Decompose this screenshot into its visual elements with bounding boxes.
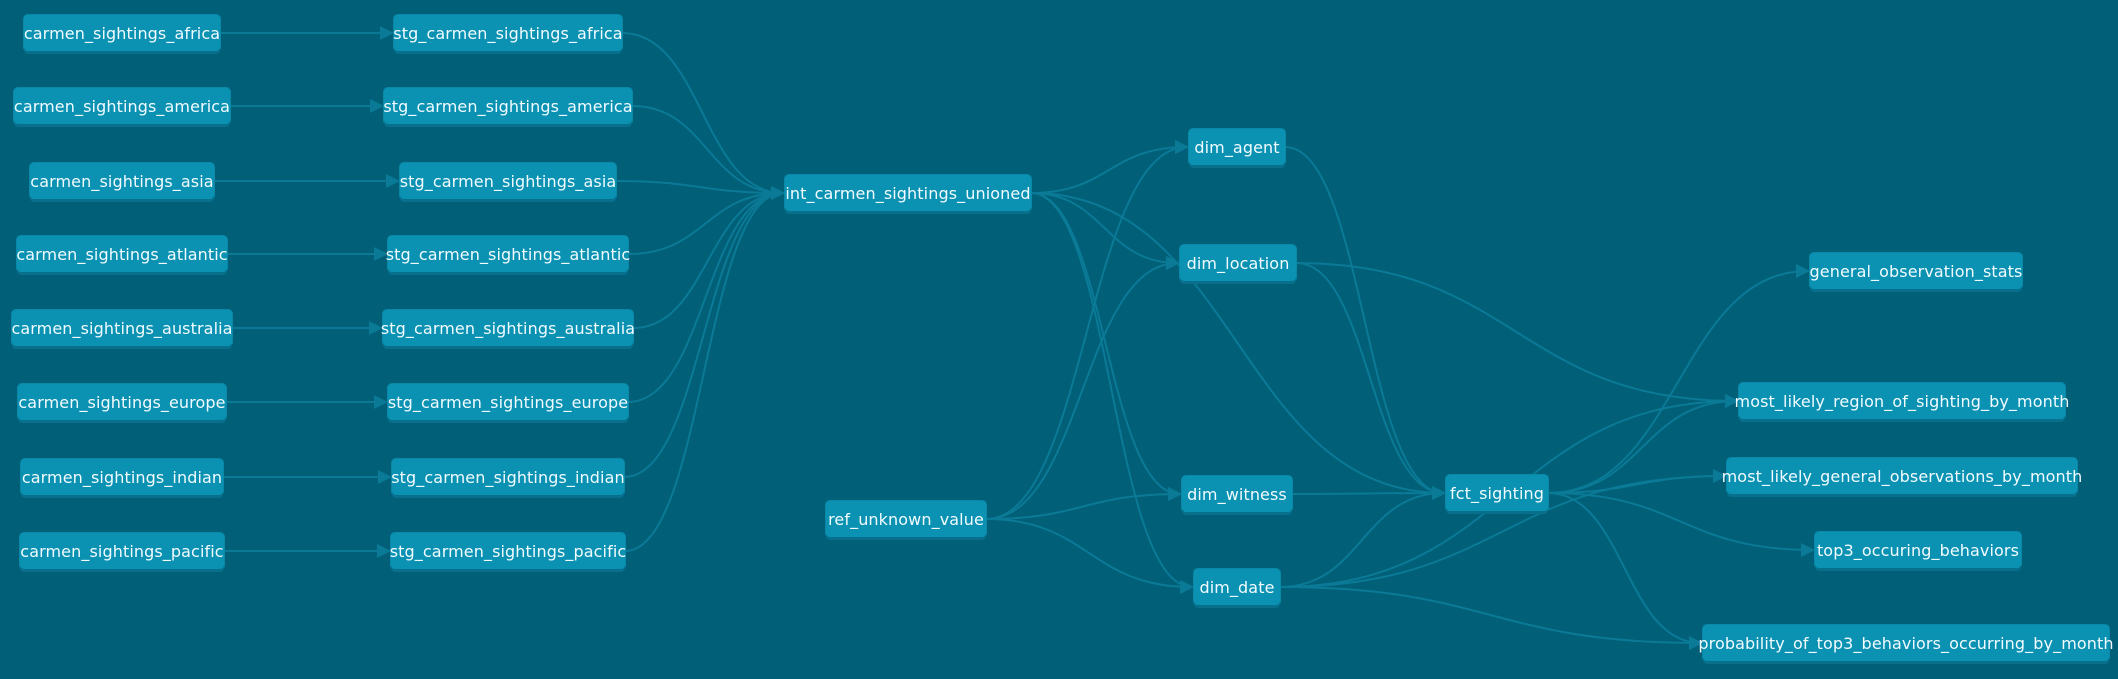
- node-label: top3_occuring_behaviors: [1816, 540, 2020, 560]
- edge-stg_atlantic-to-int_unioned: [627, 186, 785, 255]
- edge-dim_date-to-most_likely_general_obs: [1279, 469, 1727, 588]
- node-general-observation-stats[interactable]: general_observation_stats: [1810, 253, 2022, 289]
- node-label: stg_carmen_sightings_europe: [387, 392, 629, 412]
- edge-dim_location-to-fct_sighting: [1295, 262, 1446, 500]
- node-label: carmen_sightings_atlantic: [16, 244, 228, 264]
- node-probability-of-top3-behaviors-occurring-by-month[interactable]: probability_of_top3_behaviors_occurring_…: [1698, 625, 2114, 661]
- edge-stg_america-to-int_unioned: [631, 105, 785, 200]
- edge-fct_sighting-to-prob_top3: [1547, 492, 1703, 650]
- node-label: carmen_sightings_america: [13, 96, 231, 116]
- edge-dim_date-to-prob_top3: [1279, 586, 1703, 650]
- node-carmen-sightings-atlantic[interactable]: carmen_sightings_atlantic: [16, 236, 228, 272]
- node-dim-witness[interactable]: dim_witness: [1182, 476, 1292, 512]
- node-carmen-sightings-australia[interactable]: carmen_sightings_australia: [11, 310, 233, 346]
- node-label: stg_carmen_sightings_pacific: [389, 541, 627, 561]
- node-label: carmen_sightings_australia: [11, 318, 233, 338]
- node-top3-occuring-behaviors[interactable]: top3_occuring_behaviors: [1815, 532, 2021, 568]
- edge-dim_agent-to-fct_sighting: [1284, 146, 1446, 500]
- edge-ref_unknown-to-dim_date: [985, 518, 1194, 594]
- node-fct-sighting[interactable]: fct_sighting: [1446, 475, 1548, 511]
- edge-ref_unknown-to-dim_agent: [985, 140, 1189, 520]
- edge-int_unioned-to-dim_agent: [1030, 140, 1189, 194]
- node-label: dim_location: [1186, 253, 1290, 273]
- node-label: carmen_sightings_pacific: [20, 541, 224, 561]
- node-dim-date[interactable]: dim_date: [1194, 569, 1280, 605]
- edge-stg_africa-to-int_unioned: [621, 32, 785, 200]
- node-label: carmen_sightings_asia: [30, 171, 214, 191]
- node-label: stg_carmen_sightings_indian: [391, 467, 625, 487]
- edge-int_unioned-to-dim_date: [1030, 192, 1194, 594]
- node-stg-carmen-sightings-indian[interactable]: stg_carmen_sightings_indian: [391, 459, 625, 495]
- node-stg-carmen-sightings-america[interactable]: stg_carmen_sightings_america: [383, 88, 633, 124]
- node-carmen-sightings-pacific[interactable]: carmen_sightings_pacific: [20, 533, 224, 569]
- edge-int_unioned-to-fct_sighting: [1030, 192, 1446, 500]
- node-carmen-sightings-africa[interactable]: carmen_sightings_africa: [24, 15, 220, 51]
- node-label: ref_unknown_value: [828, 509, 984, 529]
- node-carmen-sightings-indian[interactable]: carmen_sightings_indian: [21, 459, 223, 495]
- node-stg-carmen-sightings-asia[interactable]: stg_carmen_sightings_asia: [400, 163, 616, 199]
- node-stg-carmen-sightings-africa[interactable]: stg_carmen_sightings_africa: [393, 15, 623, 51]
- node-label: general_observation_stats: [1809, 261, 2023, 281]
- edge-dim_location-to-most_likely_region: [1295, 262, 1739, 408]
- edge-stg_asia-to-int_unioned: [615, 180, 785, 200]
- node-label: most_likely_region_of_sighting_by_month: [1734, 391, 2070, 411]
- node-label: dim_date: [1199, 577, 1275, 597]
- node-most-likely-region-of-sighting-by-month[interactable]: most_likely_region_of_sighting_by_month: [1735, 383, 2069, 419]
- node-label: stg_carmen_sightings_australia: [380, 318, 636, 338]
- node-label: dim_agent: [1194, 137, 1280, 157]
- node-most-likely-general-observations-by-month[interactable]: most_likely_general_observations_by_mont…: [1722, 458, 2082, 494]
- node-label: probability_of_top3_behaviors_occurring_…: [1698, 633, 2114, 653]
- node-stg-carmen-sightings-atlantic[interactable]: stg_carmen_sightings_atlantic: [385, 236, 631, 272]
- edge-fct_sighting-to-top3_behaviors: [1547, 492, 1815, 557]
- node-label: stg_carmen_sightings_atlantic: [385, 244, 631, 264]
- edge-dim_date-to-fct_sighting: [1279, 486, 1446, 588]
- node-stg-carmen-sightings-europe[interactable]: stg_carmen_sightings_europe: [388, 384, 628, 420]
- edge-stg_pacific-to-int_unioned: [624, 186, 785, 552]
- edge-fct_sighting-to-general_obs_stats: [1547, 264, 1810, 494]
- edge-dim_witness-to-fct_sighting: [1291, 486, 1446, 501]
- node-dim-location[interactable]: dim_location: [1180, 245, 1296, 281]
- node-label: stg_carmen_sightings_africa: [393, 23, 623, 43]
- node-carmen-sightings-asia[interactable]: carmen_sightings_asia: [30, 163, 214, 199]
- edge-int_unioned-to-dim_location: [1030, 192, 1180, 270]
- node-int-carmen-sightings-unioned[interactable]: int_carmen_sightings_unioned: [785, 175, 1031, 211]
- node-carmen-sightings-europe[interactable]: carmen_sightings_europe: [18, 384, 226, 420]
- edge-stg_australia-to-int_unioned: [632, 186, 785, 329]
- node-dim-agent[interactable]: dim_agent: [1189, 129, 1285, 165]
- edge-fct_sighting-to-most_likely_region: [1547, 394, 1739, 494]
- edge-int_unioned-to-dim_witness: [1030, 192, 1182, 501]
- edge-ref_unknown-to-dim_location: [985, 256, 1180, 520]
- edge-stg_indian-to-int_unioned: [623, 186, 785, 478]
- node-stg-carmen-sightings-pacific[interactable]: stg_carmen_sightings_pacific: [389, 533, 627, 569]
- node-label: stg_carmen_sightings_america: [383, 96, 633, 116]
- node-label: fct_sighting: [1450, 483, 1544, 503]
- node-label: stg_carmen_sightings_asia: [399, 171, 617, 191]
- node-carmen-sightings-america[interactable]: carmen_sightings_america: [14, 88, 230, 124]
- node-label: dim_witness: [1187, 484, 1287, 504]
- node-label: most_likely_general_observations_by_mont…: [1721, 466, 2083, 486]
- node-label: int_carmen_sightings_unioned: [785, 183, 1031, 203]
- node-stg-carmen-sightings-australia[interactable]: stg_carmen_sightings_australia: [380, 310, 636, 346]
- edge-stg_europe-to-int_unioned: [627, 186, 785, 403]
- edge-ref_unknown-to-dim_witness: [985, 487, 1182, 520]
- edge-fct_sighting-to-most_likely_general_obs: [1547, 469, 1727, 494]
- node-label: carmen_sightings_indian: [21, 467, 223, 487]
- node-label: carmen_sightings_europe: [18, 392, 226, 412]
- node-label: carmen_sightings_africa: [23, 23, 221, 43]
- node-ref-unknown-value[interactable]: ref_unknown_value: [826, 501, 986, 537]
